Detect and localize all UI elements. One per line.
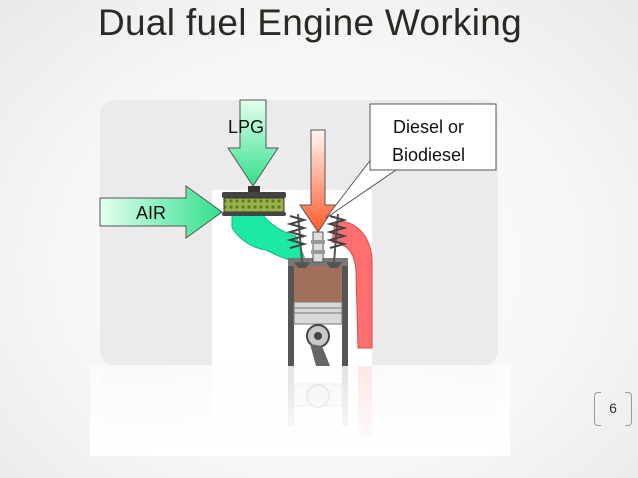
cylinder-wall-left	[288, 262, 294, 366]
air-arrow	[99, 185, 223, 239]
combustion-chamber	[294, 266, 342, 302]
diesel-label-line2: Biodiesel	[392, 145, 465, 165]
page-number: 6	[609, 400, 617, 416]
cylinder-wall-right	[342, 262, 348, 366]
page-bracket-left	[594, 392, 601, 426]
slide-title: Dual fuel Engine Working	[98, 2, 523, 43]
lpg-arrow	[227, 99, 279, 187]
page-bracket-right	[625, 392, 632, 426]
page-number-box: 6	[594, 392, 632, 426]
air-label: AIR	[136, 203, 166, 223]
intake-port	[231, 213, 307, 263]
diesel-arrow	[299, 129, 337, 233]
fuel-injector	[311, 231, 325, 263]
exhaust-valve	[326, 213, 348, 268]
intake-valve	[286, 213, 310, 268]
lpg-label: LPG	[228, 117, 264, 137]
air-filter	[222, 186, 286, 216]
connecting-rod	[310, 344, 330, 366]
diesel-label-line1: Diesel or	[393, 117, 464, 137]
